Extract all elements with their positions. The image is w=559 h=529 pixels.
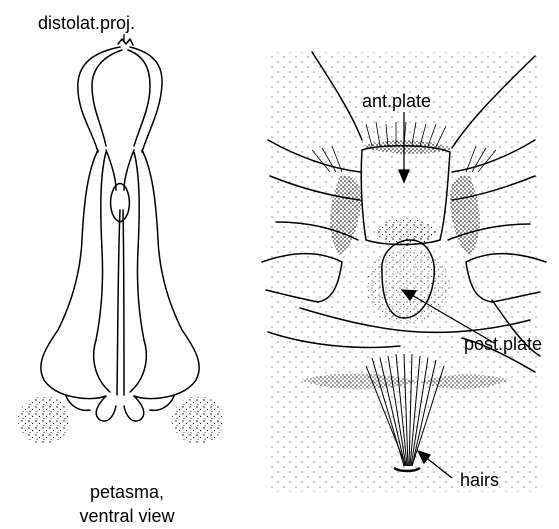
left-basal-stipple xyxy=(18,396,70,444)
label-distolat-proj: distolat.proj. xyxy=(38,14,135,32)
label-post-plate: post.plate xyxy=(464,335,542,353)
figure-caption: petasma, ventral view xyxy=(52,480,202,528)
label-ant-plate: ant.plate xyxy=(362,92,431,110)
caption-line-1: petasma, xyxy=(52,480,202,504)
label-hairs: hairs xyxy=(460,471,499,489)
right-basal-stipple xyxy=(172,396,224,444)
petasma-drawing xyxy=(41,39,199,421)
caption-line-2: ventral view xyxy=(52,504,202,528)
